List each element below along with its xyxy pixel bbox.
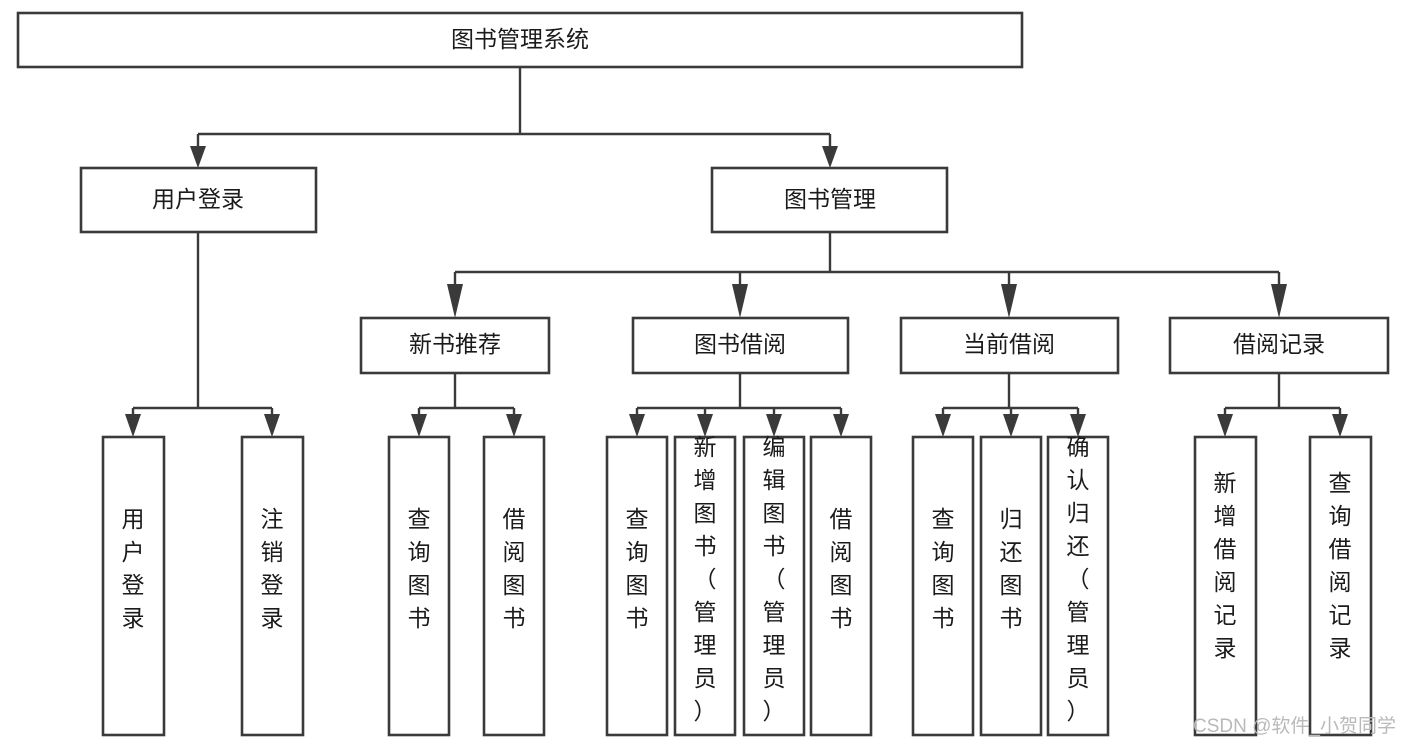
leaf-borrow-lend-label: 借阅图书 — [830, 506, 853, 631]
leaf-current-return-box — [979, 435, 1043, 737]
arrow-root-to-userlogin — [190, 146, 206, 168]
leaf-borrow-query[interactable]: 查询图书 — [605, 435, 669, 737]
leaf-newbook-borrow-label: 借阅图书 — [503, 506, 526, 631]
arrow-borrow-leaf3 — [766, 414, 782, 437]
leaf-borrow-query-label: 查询图书 — [626, 506, 649, 631]
leaf-user-login-login-label: 用户登录 — [122, 506, 145, 631]
leaf-newbook-borrow[interactable]: 借阅图书 — [482, 435, 546, 737]
leaf-current-return[interactable]: 归还图书 — [979, 435, 1043, 737]
leaf-borrow-edit-label: 编辑图书（管理员） — [763, 434, 786, 724]
arrow-root-to-bookmgmt — [822, 146, 838, 168]
arrow-bookmgmt-to-c3 — [1001, 284, 1017, 318]
leaf-current-query-box — [911, 435, 975, 737]
leaf-borrow-edit-box — [742, 435, 806, 737]
arrow-record-leaf1 — [1217, 414, 1233, 437]
leaf-borrow-edit[interactable]: 编辑图书（管理员） — [742, 434, 806, 737]
leaf-user-login-logout-label: 注销登录 — [261, 506, 284, 631]
node-new-book-recommend-label: 新书推荐 — [409, 331, 501, 357]
node-current-borrow[interactable]: 当前借阅 — [899, 316, 1120, 375]
node-book-borrow[interactable]: 图书借阅 — [631, 316, 850, 375]
leaf-user-login-logout[interactable]: 注销登录 — [240, 435, 305, 737]
arrow-bookmgmt-to-c4 — [1271, 284, 1287, 318]
arrow-current-leaf3 — [1070, 414, 1086, 437]
arrow-newbook-leaf1 — [411, 414, 427, 437]
arrow-borrow-leaf4 — [833, 414, 849, 437]
leaf-current-query[interactable]: 查询图书 — [911, 435, 975, 737]
leaf-newbook-query-label: 查询图书 — [408, 506, 431, 631]
leaf-current-confirm-return-label: 确认归还（管理员） — [1067, 434, 1090, 724]
leaf-newbook-query[interactable]: 查询图书 — [387, 435, 451, 737]
arrow-bookmgmt-to-c1 — [447, 284, 463, 318]
node-book-borrow-box — [631, 316, 850, 375]
node-book-management-box — [710, 166, 949, 234]
arrow-borrow-leaf1 — [629, 414, 645, 437]
node-new-book-recommend-box — [359, 316, 551, 375]
leaf-record-add-box — [1193, 435, 1258, 737]
leaf-borrow-lend[interactable]: 借阅图书 — [809, 435, 873, 737]
csdn-watermark: CSDN @软件_小贺同学 — [1193, 715, 1396, 737]
leaf-borrow-query-box — [605, 435, 669, 737]
node-book-management[interactable]: 图书管理 — [710, 166, 949, 234]
node-book-borrow-label: 图书借阅 — [694, 331, 786, 357]
node-root-label: 图书管理系统 — [451, 26, 589, 52]
leaf-record-add-label: 新增借阅记录 — [1214, 470, 1237, 661]
leaf-current-query-label: 查询图书 — [932, 506, 955, 631]
node-borrow-record-label: 借阅记录 — [1233, 331, 1325, 357]
node-root-system[interactable]: 图书管理系统 — [16, 11, 1024, 69]
leaf-current-confirm-return[interactable]: 确认归还（管理员） — [1046, 434, 1110, 737]
leaf-current-confirm-return-box — [1046, 435, 1110, 737]
node-root-box — [16, 11, 1024, 69]
node-current-borrow-label: 当前借阅 — [963, 331, 1055, 357]
arrow-borrow-leaf2 — [697, 414, 713, 437]
leaf-record-query[interactable]: 查询借阅记录 — [1308, 435, 1373, 737]
leaf-borrow-add-box — [673, 435, 737, 737]
node-user-login-label: 用户登录 — [152, 186, 244, 212]
leaf-user-login-logout-box — [240, 435, 305, 737]
leaf-borrow-lend-box — [809, 435, 873, 737]
node-book-management-label: 图书管理 — [784, 186, 876, 212]
node-user-login[interactable]: 用户登录 — [79, 166, 318, 234]
leaf-user-login-login-box — [101, 435, 166, 737]
leaf-record-query-box — [1308, 435, 1373, 737]
arrow-record-leaf2 — [1332, 414, 1348, 437]
leaf-borrow-add-label: 新增图书（管理员） — [694, 434, 717, 724]
arrow-bookmgmt-to-c2 — [732, 284, 748, 318]
arrow-current-leaf1 — [935, 414, 951, 437]
arrow-userlogin-leaf2 — [264, 414, 280, 437]
leaf-newbook-query-box — [387, 435, 451, 737]
node-new-book-recommend[interactable]: 新书推荐 — [359, 316, 551, 375]
arrow-userlogin-leaf1 — [125, 414, 141, 437]
leaf-record-query-label: 查询借阅记录 — [1329, 470, 1352, 661]
leaf-current-return-label: 归还图书 — [1000, 506, 1023, 631]
node-borrow-record[interactable]: 借阅记录 — [1168, 316, 1390, 375]
node-current-borrow-box — [899, 316, 1120, 375]
node-borrow-record-box — [1168, 316, 1390, 375]
leaf-user-login-login[interactable]: 用户登录 — [101, 435, 166, 737]
connector-layer — [125, 67, 1348, 437]
arrow-newbook-leaf2 — [506, 414, 522, 437]
arrow-current-leaf2 — [1003, 414, 1019, 437]
leaf-newbook-borrow-box — [482, 435, 546, 737]
leaf-record-add[interactable]: 新增借阅记录 — [1193, 435, 1258, 737]
leaf-borrow-add[interactable]: 新增图书（管理员） — [673, 434, 737, 737]
node-user-login-box — [79, 166, 318, 234]
